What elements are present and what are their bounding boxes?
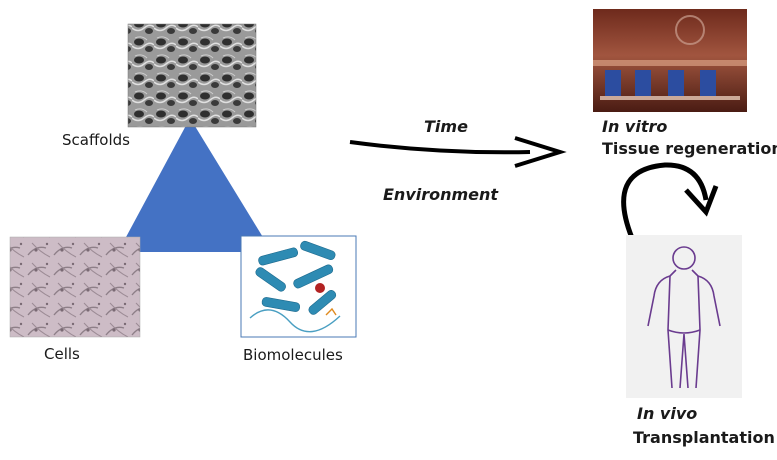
- tissue-regeneration-label: Tissue regeneration: [602, 139, 777, 158]
- human-body-image: [626, 235, 742, 398]
- cycle-arrow: [621, 162, 719, 239]
- cells-label: Cells: [44, 345, 80, 363]
- environment-label: Environment: [383, 185, 499, 204]
- triangle-shape: [118, 118, 272, 252]
- scaffolds-label: Scaffolds: [62, 131, 130, 149]
- scaffold-image: [127, 23, 257, 128]
- time-label: Time: [424, 117, 468, 136]
- biomolecules-label: Biomolecules: [243, 346, 343, 364]
- transplantation-label: Transplantation: [633, 428, 775, 447]
- cells-image: [9, 236, 141, 338]
- biomolecules-image: [240, 235, 357, 338]
- in-vitro-label: In vitro: [602, 117, 668, 136]
- time-arrow: [349, 136, 567, 168]
- in-vivo-label: In vivo: [637, 404, 698, 423]
- incubator-image: [593, 9, 747, 112]
